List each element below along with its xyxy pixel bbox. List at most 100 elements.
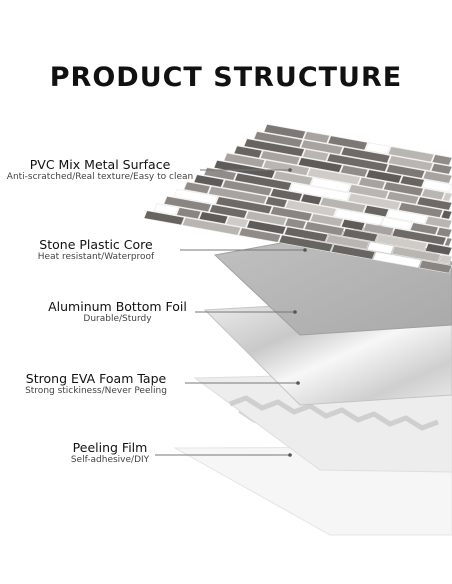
mosaic-strip: [213, 160, 276, 179]
mosaic-strip: [253, 131, 304, 148]
mosaic-strip: [283, 226, 329, 243]
mosaic-strip: [358, 177, 386, 190]
layer-pvc-surface: [143, 124, 452, 274]
mosaic-strip: [340, 146, 391, 164]
mosaic-strip: [246, 219, 287, 235]
mosaic-strip: [163, 196, 212, 213]
mosaic-strip: [263, 124, 307, 140]
mosaic-strip: [340, 164, 369, 178]
mosaic-strip: [319, 197, 367, 213]
mosaic-strip: [327, 135, 368, 151]
mosaic-strip: [153, 203, 179, 216]
mosaic-strip: [398, 202, 444, 218]
mosaic-strip: [262, 159, 310, 176]
mosaic-strip: [348, 184, 389, 200]
mosaic-strip: [143, 210, 185, 226]
layer-label-foam: Strong EVA Foam Tape Strong stickiness/N…: [14, 371, 178, 397]
mosaic-strip: [330, 244, 376, 260]
mosaic-strip: [362, 222, 395, 237]
mosaic-strip: [380, 217, 413, 231]
mosaic-strip: [418, 259, 452, 274]
layer-desc: Strong stickiness/Never Peeling: [25, 386, 167, 396]
mosaic-strip: [233, 145, 263, 159]
mosaic-strip: [334, 208, 384, 226]
mosaic-strip: [302, 148, 330, 162]
mosaic-strip: [438, 254, 452, 265]
mosaic-strip: [193, 174, 225, 188]
mosaic-strip: [365, 169, 403, 184]
mosaic-strip: [259, 150, 301, 166]
mosaic-strip: [325, 234, 370, 250]
layer-label-film: Peeling Film Self-adhesive/DIY: [44, 440, 176, 466]
mosaic-strip: [183, 181, 211, 194]
mosaic-strip: [424, 243, 452, 256]
mosaic-strip: [440, 209, 452, 220]
mosaic-strip: [269, 188, 303, 202]
mosaic-strip: [272, 170, 314, 186]
mosaic-strip: [234, 172, 293, 191]
mosaic-strip: [372, 251, 422, 268]
mosaic-strip: [444, 237, 452, 247]
layer-name: Peeling Film: [72, 440, 148, 455]
mosaic-strip: [182, 217, 242, 236]
mosaic-strip: [391, 228, 447, 246]
mosaic-strip: [284, 217, 307, 230]
mosaic-strip: [245, 210, 288, 226]
layer-desc: Anti-scratched/Real texture/Easy to clea…: [6, 172, 194, 182]
mosaic-strip: [278, 234, 334, 253]
mosaic-strip: [430, 163, 452, 175]
mosaic-strip: [215, 196, 273, 215]
layer-name: PVC Mix Metal Surface: [29, 157, 171, 172]
mosaic-strip: [300, 193, 323, 206]
mosaic-strip: [363, 205, 390, 218]
mosaic-strip: [365, 142, 391, 155]
mosaic-strip: [173, 188, 218, 205]
mosaic-strip: [297, 157, 343, 173]
mosaic-strip: [424, 216, 452, 229]
mosaic-strip: [409, 222, 439, 236]
mosaic-strip: [310, 177, 351, 193]
mosaic-strip: [225, 216, 249, 228]
mosaic-strip: [387, 155, 434, 172]
mosaic-strip: [422, 170, 452, 184]
mosaic-strip: [385, 164, 426, 179]
mosaic-strip: [391, 246, 441, 263]
layer-name: Stone Plastic Core: [39, 237, 153, 252]
mosaic-strip: [431, 154, 452, 166]
mosaic-strip: [176, 207, 202, 220]
mosaic-strip: [386, 209, 428, 225]
mosaic-strip: [422, 179, 452, 193]
mosaic-strip: [303, 221, 345, 237]
mosaic-strip: [442, 192, 452, 202]
layer-name: Strong EVA Foam Tape: [25, 371, 167, 386]
page-title: PRODUCT STRUCTURE: [49, 62, 403, 93]
mosaic-strip: [221, 179, 273, 197]
mosaic-strip: [208, 186, 268, 205]
mosaic-strip: [347, 193, 401, 211]
layer-label-pvc: PVC Mix Metal Surface Anti-scratched/Rea…: [2, 157, 198, 183]
mosaic-strip: [289, 182, 351, 202]
mosaic-strip: [340, 218, 366, 231]
mosaic-strip: [264, 196, 288, 208]
mosaic-strip: [416, 196, 452, 211]
mosaic-strip: [326, 153, 389, 172]
mosaic-strip: [238, 227, 282, 243]
mosaic-strip: [387, 146, 435, 163]
mosaic-strip: [367, 241, 394, 254]
mosaic-strip: [223, 152, 266, 168]
mosaic-strip: [269, 206, 313, 222]
layer-desc: Self-adhesive/DIY: [70, 455, 150, 465]
mosaic-strip: [300, 139, 344, 155]
layer-label-aluminum: Aluminum Bottom Foil Durable/Sturdy: [30, 299, 205, 325]
mosaic-strip: [307, 167, 361, 186]
mosaic-strip: [436, 227, 452, 238]
mosaic-strip: [342, 228, 379, 243]
mosaic-strip: [303, 131, 331, 144]
foam-zigzag: [229, 395, 439, 431]
mosaic-strip: [386, 191, 420, 205]
layer-label-core: Stone Plastic Core Heat resistant/Waterp…: [12, 237, 180, 263]
mosaic-strip: [375, 234, 428, 252]
mosaic-strip: [285, 199, 337, 217]
mosaic-strip: [309, 213, 344, 227]
